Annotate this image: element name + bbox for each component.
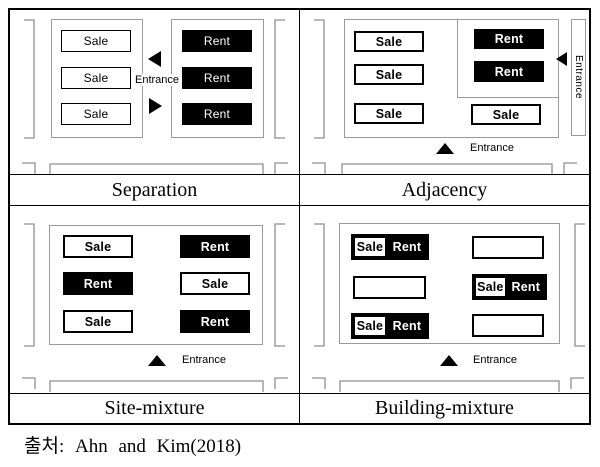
side-entrance-road: Entrance [571,19,586,136]
sale-unit: Sale [61,67,131,89]
bottom-left-corner [22,377,36,389]
mixed-unit: Sale Rent [472,274,547,300]
rent-unit: Rent [182,30,252,52]
entrance-arrow-up-icon [440,355,458,366]
quadrant-label-building-mixture: Building-mixture [299,394,589,423]
quadrant-label-adjacency: Adjacency [299,175,589,205]
rent-unit: Rent [180,310,250,333]
entrance-label: Entrance [472,354,519,366]
right-road-line [274,223,285,347]
entrance-arrow-right-icon [149,98,162,114]
side-entrance-label: Entrance [573,55,584,100]
entrance-arrow-left-icon [148,51,161,67]
left-road-line [24,19,35,139]
quadrant-label-separation: Separation [111,178,198,201]
entrance-label: Entrance [134,74,181,86]
rent-half: Rent [392,240,422,254]
empty-unit [472,314,544,337]
quadrant-label-site-mixture: Site-mixture [104,397,205,419]
bottom-right-corner [563,162,577,174]
sale-unit: Sale [63,235,133,258]
empty-unit [472,236,544,259]
sale-unit: Sale [180,272,250,295]
entrance-label: Entrance [181,354,228,366]
road-outlines [312,19,577,174]
right-road-line [274,19,285,139]
diagram-adjacency: Sale Sale Sale Rent Rent Sale Entrance E… [299,10,589,174]
rent-unit: Rent [474,61,544,82]
sale-unit: Sale [354,31,424,52]
bottom-right-corner [570,377,584,389]
bottom-block-outline [49,163,264,174]
sale-half: Sale [354,316,386,336]
entrance-label: Entrance [469,142,516,154]
mixed-unit: Sale Rent [351,313,429,339]
rent-unit: Rent [182,67,252,89]
source-caption: 출처: Ahn and Kim(2018) [24,436,242,457]
road-outlines [312,223,585,392]
bottom-left-corner [312,377,326,389]
mixed-unit: Sale Rent [351,234,429,260]
rent-half: Rent [392,319,422,333]
rent-unit: Rent [63,272,133,295]
diagram-site-mixture: Sale Rent Sale Rent Sale Rent Entrance [10,206,299,393]
sale-unit: Sale [61,30,131,52]
diagram-building-mixture: Sale Rent Sale Rent Sale Rent Entrance [299,206,589,393]
left-road-line [314,223,325,347]
sale-unit: Sale [354,64,424,85]
sale-unit: Sale [63,310,133,333]
road-outlines [22,19,288,174]
right-road-line [574,223,585,347]
sale-unit: Sale [61,103,131,125]
diagram-separation: Sale Sale Sale Rent Rent Rent Entrance [10,10,299,174]
rent-unit: Rent [182,103,252,125]
entrance-arrow-up-icon [436,143,454,154]
left-road-line [314,19,325,139]
entrance-arrow-left-icon [556,52,567,66]
rent-unit: Rent [474,29,544,49]
bottom-right-corner [274,377,288,389]
road-outlines [22,223,288,392]
bottom-left-corner [312,162,326,174]
figure-table: Sale Sale Sale Rent Rent Rent Entrance [8,8,591,425]
bottom-block-outline [339,380,560,392]
bottom-block-outline [49,380,264,392]
entrance-arrow-up-icon [148,355,166,366]
rent-unit: Rent [180,235,250,258]
left-road-line [24,223,35,347]
rent-half: Rent [511,280,541,294]
bottom-right-corner [274,162,288,174]
sale-unit: Sale [354,103,424,124]
sale-half: Sale [354,237,386,257]
bottom-left-corner [22,162,36,174]
bottom-block-outline [341,163,553,174]
empty-unit [353,276,426,299]
sale-unit: Sale [471,104,541,125]
sale-half: Sale [475,277,506,297]
